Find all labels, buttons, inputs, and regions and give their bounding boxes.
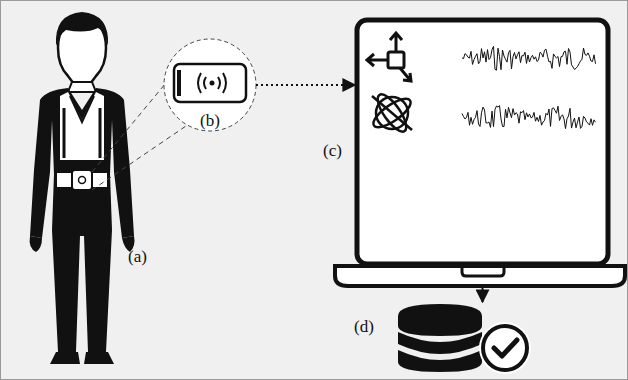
accelerometer-icon: [367, 33, 411, 81]
callout-circle: [164, 39, 256, 131]
database-icon: [398, 304, 531, 374]
laptop: [335, 20, 625, 286]
flow-arrow: [482, 288, 484, 302]
gyroscope-icon: [369, 90, 414, 135]
device-icon: [174, 64, 246, 102]
callout-letter: (d): [354, 318, 374, 335]
signal-trace: [462, 46, 596, 70]
laptop-node: (c): [355, 18, 610, 266]
signal-waveform: [462, 46, 596, 128]
callout-circle-node: (b): [164, 39, 256, 131]
callout-letter: (b): [200, 112, 220, 129]
signal-trace: [462, 106, 596, 129]
database-node: (d): [396, 302, 532, 376]
flow-arrow: [256, 84, 355, 86]
callout-letter: (a): [128, 248, 147, 265]
person-figure: [30, 12, 135, 364]
callout-letter: (c): [323, 142, 342, 159]
sensor-belt: [56, 170, 108, 190]
